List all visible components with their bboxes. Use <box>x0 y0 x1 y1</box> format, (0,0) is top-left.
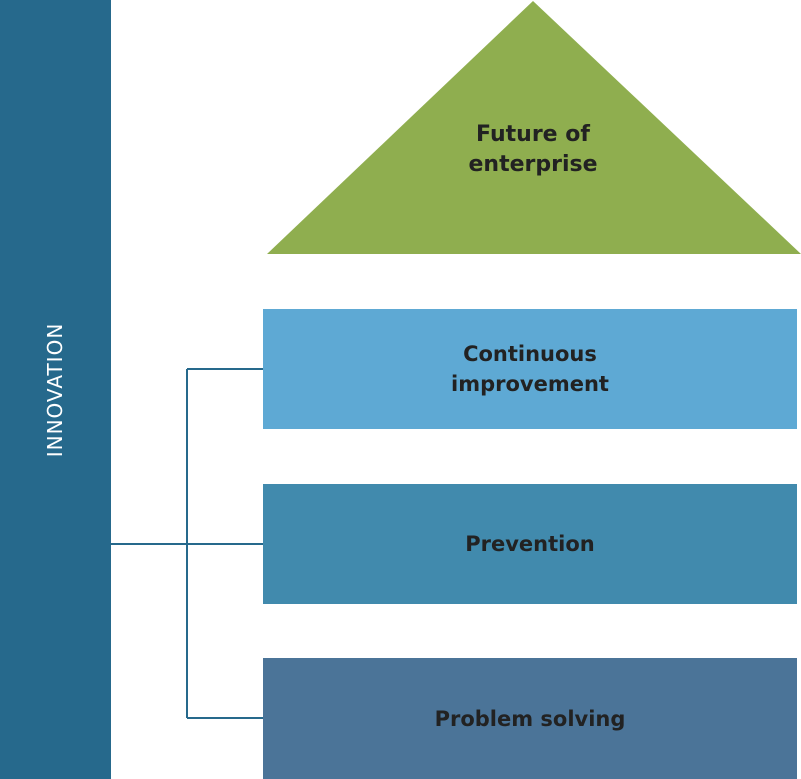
roof-label: Future of enterprise <box>433 120 633 180</box>
continuous-improvement-label: Continuous improvement <box>451 339 609 399</box>
roof-label-line2: enterprise <box>468 152 598 177</box>
continuous-improvement-block: Continuous improvement <box>263 309 797 429</box>
prevention-block: Prevention <box>263 484 797 604</box>
prevention-label: Prevention <box>465 532 595 556</box>
continuous-improvement-line1: Continuous <box>463 342 597 366</box>
problem-solving-label: Problem solving <box>434 706 626 731</box>
roof-triangle <box>267 1 801 254</box>
problem-solving-block: Problem solving <box>263 658 797 779</box>
roof-label-line1: Future of <box>476 122 590 147</box>
innovation-bar: INNOVATION <box>0 0 111 779</box>
innovation-label: INNOVATION <box>43 322 67 458</box>
continuous-improvement-line2: improvement <box>451 372 609 396</box>
